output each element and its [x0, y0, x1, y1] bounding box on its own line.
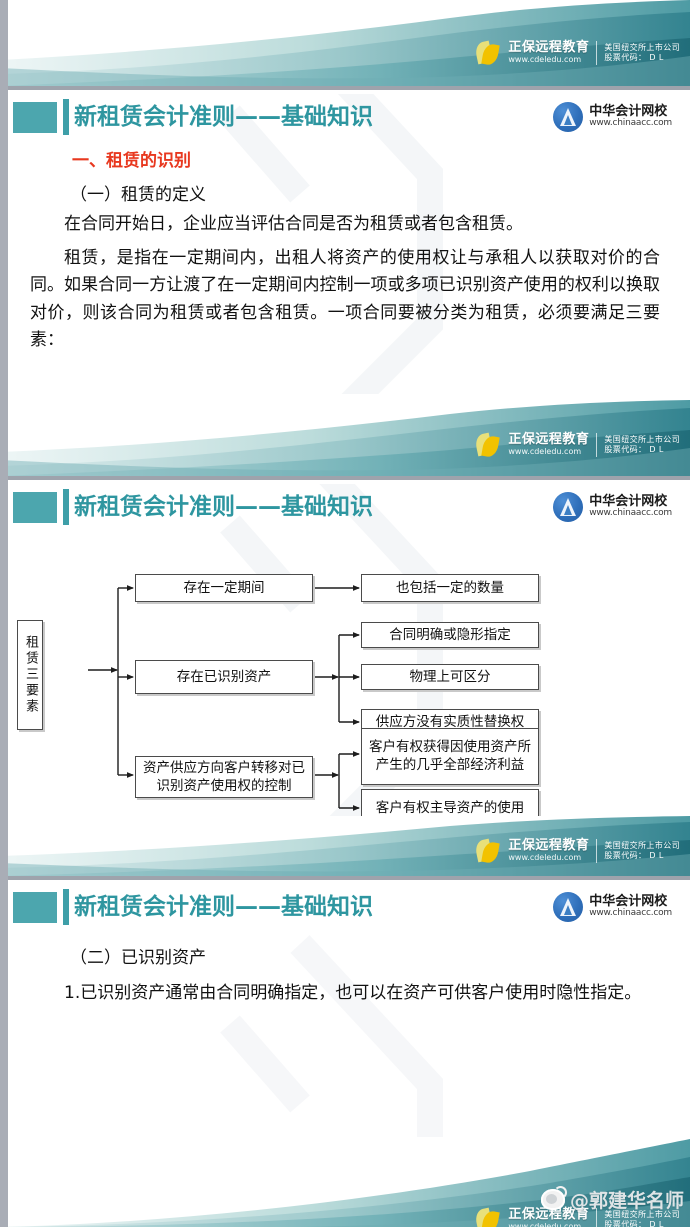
paragraph-1: 1.已识别资产通常由合同明确指定，也可以在资产可供客户使用时隐性指定。	[64, 983, 642, 1003]
cdeledu-separator	[596, 839, 598, 863]
title-accent-square	[13, 102, 57, 133]
cdeledu-logo-3: 正保远程教育 www.cdeledu.com 美国纽交所上市公司 股票代码： D…	[474, 1207, 680, 1227]
cdeledu-separator	[596, 41, 598, 65]
chinaacc-url: www.chinaacc.com	[589, 118, 672, 129]
slide-1-body: 一、租赁的识别 （一）租赁的定义 在合同开始日，企业应当评估合同是否为租赁或者包…	[0, 140, 690, 355]
cdeledu-listing-line1: 美国纽交所上市公司	[604, 1210, 680, 1219]
cdeledu-listing-line1: 美国纽交所上市公司	[604, 841, 680, 850]
cdeledu-logo-1: 正保远程教育 www.cdeledu.com 美国纽交所上市公司 股票代码： D…	[474, 432, 680, 459]
footer-band-top: 正保远程教育 www.cdeledu.com 美国纽交所上市公司 股票代码： D…	[0, 0, 690, 90]
cdeledu-listing-line1: 美国纽交所上市公司	[604, 435, 680, 444]
weibo-icon	[540, 1186, 567, 1210]
section-subheading: （一）租赁的定义	[70, 185, 206, 205]
footer-band-2: 正保远程教育 www.cdeledu.com 美国纽交所上市公司 股票代码： D…	[0, 816, 690, 880]
paragraph-1: 在合同开始日，企业应当评估合同是否为租赁或者包含租赁。	[64, 214, 523, 234]
title-accent-square	[13, 892, 57, 923]
title-accent-bar	[63, 889, 69, 925]
footer-band-3: 正保远程教育 www.cdeledu.com 美国纽交所上市公司 股票代码： D…	[0, 1137, 690, 1227]
footer-band-1: 正保远程教育 www.cdeledu.com 美国纽交所上市公司 股票代码： D…	[0, 400, 690, 480]
cdeledu-name: 正保远程教育	[508, 40, 590, 56]
title-accent-bar	[63, 489, 69, 525]
cdeledu-logo: 正保远程教育 www.cdeledu.com 美国纽交所上市公司 股票代码： D…	[474, 40, 680, 67]
cdeledu-leaf-icon	[474, 838, 501, 865]
chinaacc-badge-icon	[553, 492, 584, 522]
diagram-node-n2: 存在已识别资产	[135, 660, 313, 694]
cdeledu-separator	[596, 433, 598, 457]
footer-divider-top	[0, 86, 690, 90]
diagram-node-n3: 资产供应方向客户转移对已识别资产使用权的控制	[135, 756, 313, 798]
chinaacc-name: 中华会计网校	[589, 494, 668, 510]
chinaacc-url: www.chinaacc.com	[589, 508, 672, 519]
section-heading: 一、租赁的识别	[72, 151, 191, 171]
slide-3: 新租赁会计准则——基础知识 中华会计网校 www.chinaacc.com （二…	[0, 884, 690, 1227]
footer-wave-graphic	[0, 0, 690, 90]
paragraph-2: 租赁，是指在一定期间内，出租人将资产的使用权让与承租人以获取对价的合同。如果合同…	[30, 247, 660, 351]
title-accent-bar	[63, 99, 69, 135]
weibo-handle: @郭建华名师	[569, 1190, 684, 1212]
page-title: 新租赁会计准则——基础知识	[74, 104, 373, 130]
cdeledu-listing-line2: 股票代码： D L	[604, 53, 664, 62]
chinaacc-url: www.chinaacc.com	[589, 908, 672, 919]
chinaacc-logo: 中华会计网校 www.chinaacc.com	[553, 490, 672, 524]
cdeledu-listing-line1: 美国纽交所上市公司	[604, 43, 680, 52]
cdeledu-name: 正保远程教育	[508, 432, 590, 448]
cdeledu-url: www.cdeledu.com	[508, 1221, 582, 1227]
slide-2: 新租赁会计准则——基础知识 中华会计网校 www.chinaacc.com	[0, 484, 690, 820]
section-subheading: （二）已识别资产	[70, 948, 206, 968]
cdeledu-separator	[596, 1208, 598, 1227]
diagram-root-node: 租赁三要素	[17, 620, 43, 730]
cdeledu-url: www.cdeledu.com	[508, 446, 582, 456]
slide-1-header: 新租赁会计准则——基础知识 中华会计网校 www.chinaacc.com	[0, 94, 690, 140]
slide-3-body: （二）已识别资产 1.已识别资产通常由合同明确指定，也可以在资产可供客户使用时隐…	[0, 934, 690, 1008]
page-title: 新租赁会计准则——基础知识	[74, 894, 373, 920]
chinaacc-logo: 中华会计网校 www.chinaacc.com	[553, 100, 672, 134]
slide-2-header: 新租赁会计准则——基础知识 中华会计网校 www.chinaacc.com	[0, 484, 690, 530]
cdeledu-url: www.cdeledu.com	[508, 54, 582, 64]
footer-wave-graphic-3	[0, 1137, 690, 1227]
footer-wave-graphic-1	[0, 400, 690, 480]
cdeledu-leaf-icon	[474, 1207, 501, 1227]
title-accent-square	[13, 492, 57, 523]
cdeledu-listing-line2: 股票代码： D L	[604, 1220, 664, 1227]
cdeledu-leaf-icon	[474, 432, 501, 459]
footer-wave-graphic-2	[0, 816, 690, 880]
cdeledu-name: 正保远程教育	[508, 838, 590, 854]
left-edge-rail	[0, 0, 8, 1227]
chinaacc-name: 中华会计网校	[589, 894, 668, 910]
footer-divider-2	[0, 876, 690, 880]
slide-3-header: 新租赁会计准则——基础知识 中华会计网校 www.chinaacc.com	[0, 884, 690, 930]
cdeledu-logo-2: 正保远程教育 www.cdeledu.com 美国纽交所上市公司 股票代码： D…	[474, 838, 680, 865]
chinaacc-badge-icon	[553, 102, 584, 132]
cdeledu-leaf-icon	[474, 40, 501, 67]
chinaacc-badge-icon	[553, 892, 584, 922]
diagram-connectors	[88, 585, 360, 811]
weibo-watermark: @郭建华名师	[540, 1186, 684, 1213]
cdeledu-listing-line2: 股票代码： D L	[604, 851, 664, 860]
slide-1: 新租赁会计准则——基础知识 中华会计网校 www.chinaacc.com 一、…	[0, 94, 690, 394]
chinaacc-name: 中华会计网校	[589, 104, 668, 120]
page-title: 新租赁会计准则——基础知识	[74, 494, 373, 520]
lease-three-elements-diagram: 租赁三要素 存在一定期间 存在已识别资产 资产供应方向客户转移对已识别资产使用权…	[0, 530, 690, 820]
cdeledu-name: 正保远程教育	[508, 1207, 590, 1223]
cdeledu-url: www.cdeledu.com	[508, 852, 582, 862]
cdeledu-listing-line2: 股票代码： D L	[604, 445, 664, 454]
footer-divider-1	[0, 476, 690, 480]
chinaacc-logo: 中华会计网校 www.chinaacc.com	[553, 890, 672, 924]
